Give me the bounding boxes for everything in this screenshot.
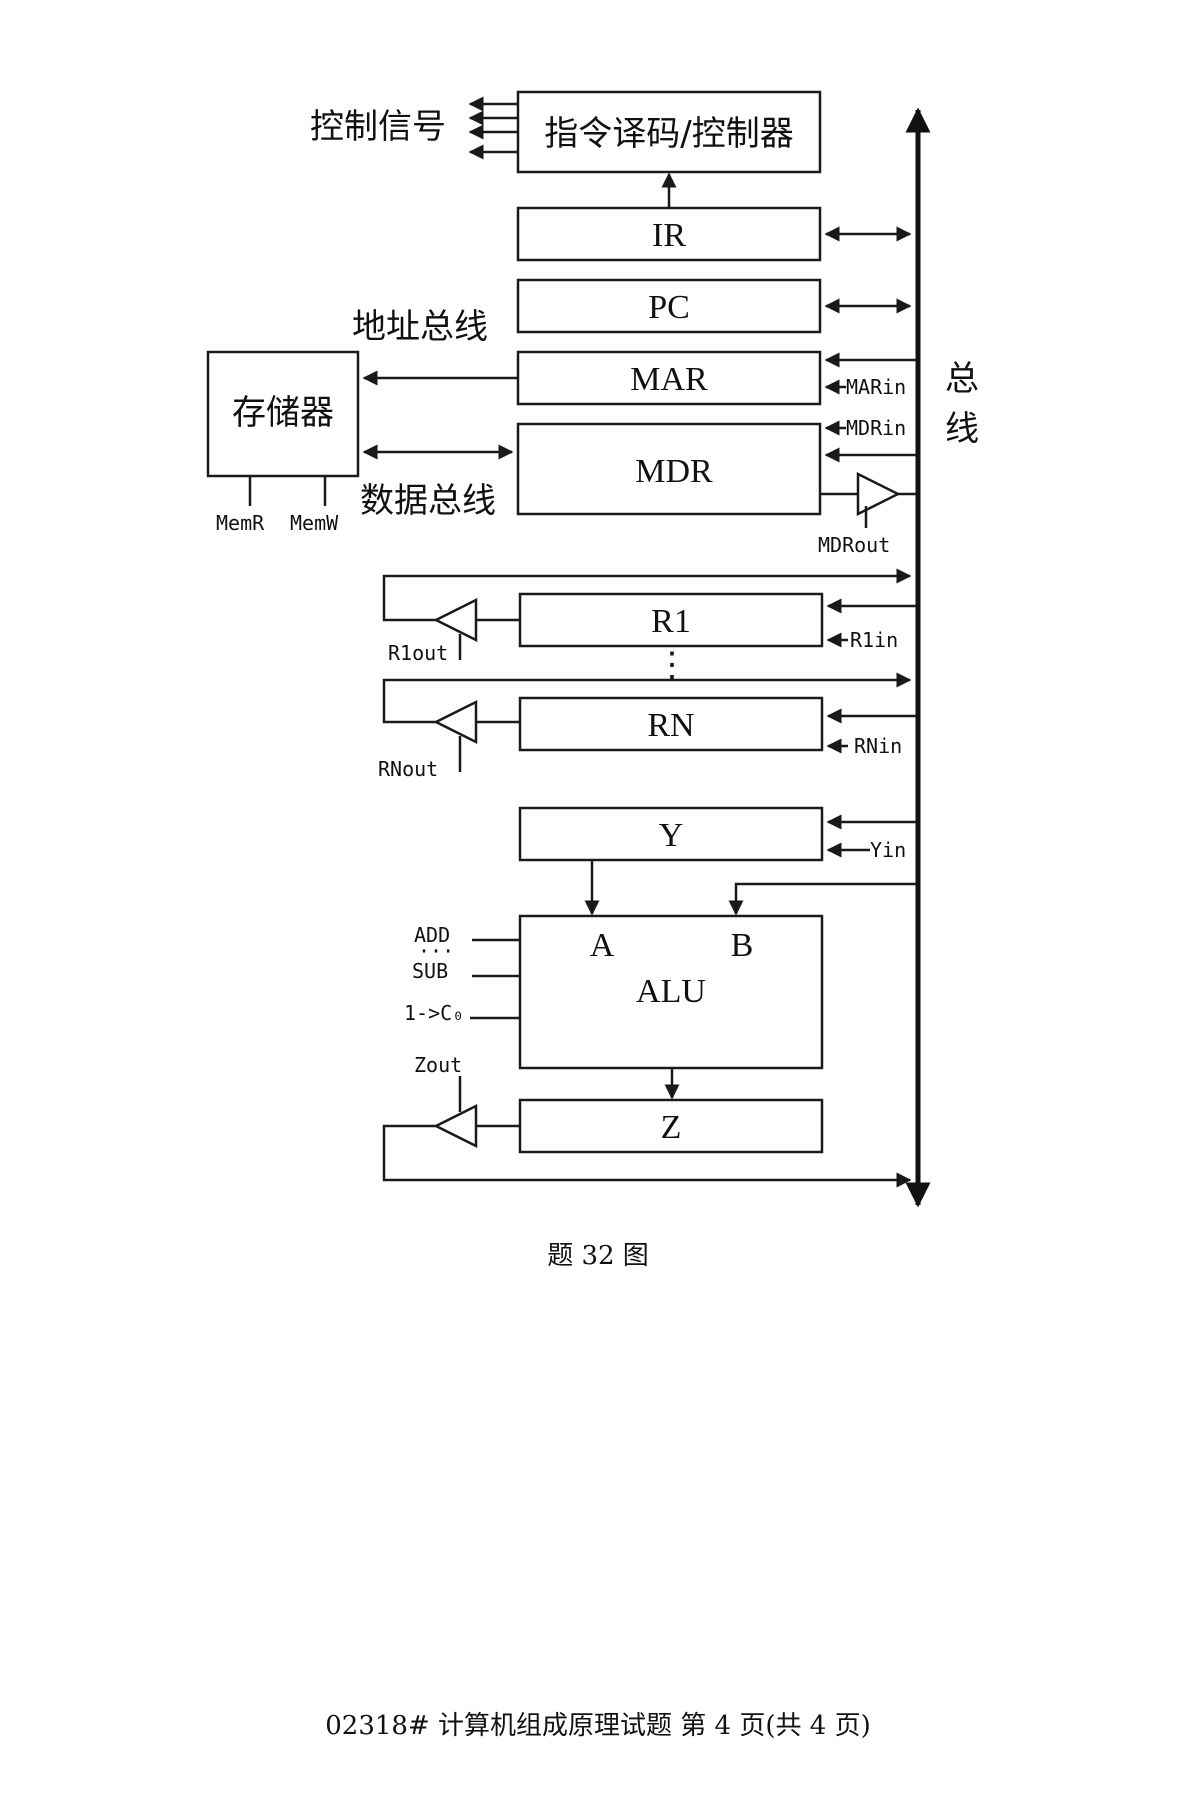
z-register [518,1098,824,1154]
memory-label: 存储器 [232,393,334,433]
alu-input-a-label: A [590,927,615,964]
alu-box [518,914,824,1070]
r1out-tristate-buffer [433,597,478,643]
memw-label: MemW [290,511,339,535]
r1-label: R1 [651,603,691,640]
decoder-controller-label: 指令译码/控制器 [544,114,793,154]
ir-register [516,206,822,262]
rn-output-path [382,672,912,724]
mdr-register [516,422,822,516]
z-output-path [382,1124,912,1188]
cpu-datapath-diagram: 总 线 指令译码/控制器 控制信号 IR PC 地址总线 MAR MARin 存… [206,90,979,1208]
sub-label: SUB [412,959,448,983]
alu-label: ALU [636,973,706,1010]
zout-label: Zout [414,1053,462,1077]
pc-label: PC [648,289,690,326]
y-label: Y [659,817,684,854]
page-footer: 02318# 计算机组成原理试题 第 4 页(共 4 页) [325,1711,871,1741]
alu-input-b-label: B [731,927,754,964]
memory-box [206,350,360,478]
z-label: Z [661,1109,682,1146]
memr-label: MemR [216,511,265,535]
register-ellipsis: ⋮ [655,647,689,684]
mar-register [516,350,822,406]
address-bus-label: 地址总线 [352,307,488,347]
r1-register [518,592,824,648]
alu-ops-dots: ··· [418,939,454,963]
r1-output-path [382,568,912,622]
y-register [518,806,824,862]
bus-to-alu-b-path [728,882,916,916]
mdrin-label: MDRin [846,416,906,440]
mdr-label: MDR [635,453,713,490]
r1in-label: R1in [850,628,898,652]
carry-label: 1->C₀ [404,1001,464,1025]
marin-label: MARin [846,375,906,399]
rnout-label: RNout [378,757,438,781]
rn-label: RN [647,707,694,744]
r1out-label: R1out [388,641,448,665]
control-signals-label: 控制信号 [310,107,446,147]
mar-label: MAR [630,361,708,398]
add-label: ADD [414,923,450,947]
bus-label-1: 总 [945,359,979,399]
rnin-label: RNin [854,734,902,758]
ir-label: IR [652,217,686,254]
rnout-tristate-buffer [433,699,478,745]
mdrout-label: MDRout [818,533,890,557]
figure-caption: 题 32 图 [547,1241,649,1271]
bus-label-2: 线 [945,409,979,449]
zout-tristate-buffer [433,1103,478,1149]
pc-register [516,278,822,334]
control-signal-arrows [468,96,518,160]
rn-register [518,696,824,752]
data-bus-label: 数据总线 [360,481,496,521]
mdrout-tristate-buffer [856,471,901,517]
yin-label: Yin [870,838,906,862]
